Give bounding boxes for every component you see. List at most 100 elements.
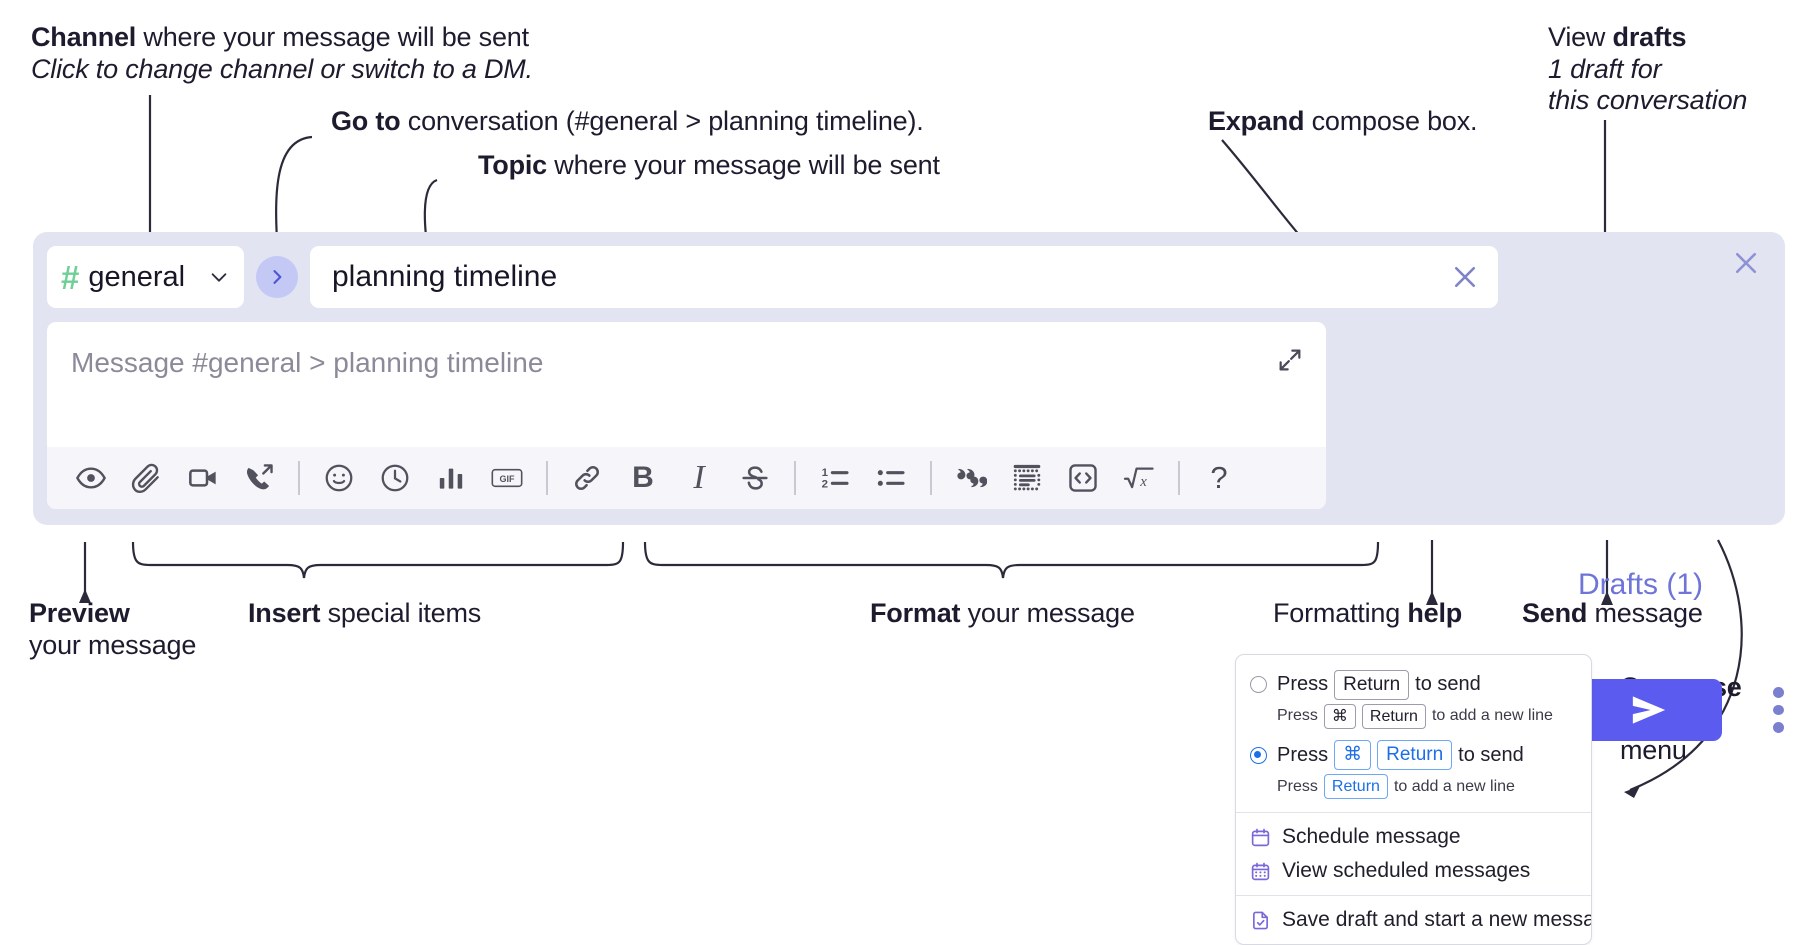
menu-item-schedule-message[interactable]: Schedule message bbox=[1236, 820, 1591, 854]
annotation-expand-bold: Expand bbox=[1208, 106, 1305, 136]
menu-item-label: Schedule message bbox=[1282, 825, 1461, 849]
emoji-icon[interactable] bbox=[311, 453, 367, 503]
menu-item-label: Save draft and start a new message bbox=[1282, 908, 1592, 932]
kebab-dot bbox=[1772, 704, 1784, 716]
send-shortcut-options: Press Return to send Press ⌘ Return to a… bbox=[1236, 655, 1591, 812]
sub-hint-suffix: to add a new line bbox=[1393, 777, 1515, 795]
ordered-list-icon[interactable]: 1 2 bbox=[807, 453, 863, 503]
annotation-formatting-help: Formatting help bbox=[1273, 598, 1462, 630]
menu-item-view-scheduled-messages[interactable]: View scheduled messages bbox=[1236, 854, 1591, 888]
math-icon[interactable]: x bbox=[1111, 453, 1167, 503]
poll-icon[interactable] bbox=[423, 453, 479, 503]
strikethrough-icon[interactable] bbox=[727, 453, 783, 503]
expand-compose-icon[interactable] bbox=[1274, 344, 1306, 376]
key-return: Return bbox=[1334, 670, 1410, 700]
sub-hint-suffix: to add a new line bbox=[1431, 707, 1553, 725]
compose-options-kebab-icon[interactable] bbox=[1763, 687, 1793, 734]
topic-input[interactable]: planning timeline bbox=[310, 246, 1498, 308]
clear-topic-icon[interactable] bbox=[1450, 262, 1480, 292]
toolbar-separator bbox=[930, 461, 932, 495]
compose-widget: # general planning timeline Message #gen… bbox=[33, 232, 1785, 741]
message-input[interactable]: Message #general > planning timeline bbox=[71, 347, 544, 378]
annotation-goto-rest: conversation (#general > planning timeli… bbox=[400, 106, 924, 136]
help-label: ? bbox=[1210, 460, 1228, 495]
radio-option-return-to-send[interactable]: Press Return to send bbox=[1236, 668, 1591, 702]
annotation-insert-rest: special items bbox=[320, 598, 482, 628]
annotation-expand: Expand compose box. bbox=[1208, 106, 1478, 138]
annotation-drafts: View drafts 1 draft for this conversatio… bbox=[1548, 22, 1747, 117]
annotation-topic: Topic where your message will be sent bbox=[478, 150, 940, 182]
svg-text:1: 1 bbox=[822, 467, 829, 479]
video-clip-icon[interactable] bbox=[175, 453, 231, 503]
annotation-channel-italic: Click to change channel or switch to a D… bbox=[31, 53, 533, 84]
key-command: ⌘ bbox=[1323, 703, 1356, 730]
annotation-send-bold: Send bbox=[1522, 598, 1588, 628]
kebab-dot bbox=[1772, 722, 1784, 734]
chevron-down-icon bbox=[208, 266, 230, 288]
kebab-dot bbox=[1772, 687, 1784, 698]
clock-icon[interactable] bbox=[367, 453, 423, 503]
paperclip-icon[interactable] bbox=[119, 453, 175, 503]
annotation-preview: Preview your message bbox=[29, 598, 196, 661]
close-icon[interactable] bbox=[1729, 246, 1763, 280]
hash-icon: # bbox=[61, 258, 80, 296]
annotation-goto-bold: Go to bbox=[331, 106, 401, 136]
annotation-formatting-help-bold: help bbox=[1407, 598, 1463, 628]
annotation-drafts-italic2: this conversation bbox=[1548, 85, 1748, 116]
code-icon[interactable] bbox=[1055, 453, 1111, 503]
annotation-channel-rest: where your message will be sent bbox=[136, 22, 529, 52]
channel-selector[interactable]: # general bbox=[47, 246, 244, 308]
svg-text:GIF: GIF bbox=[499, 474, 515, 484]
send-button[interactable] bbox=[1576, 679, 1722, 741]
code-block-icon[interactable] bbox=[999, 453, 1055, 503]
annotation-expand-rest: compose box. bbox=[1304, 106, 1478, 136]
toolbar-separator bbox=[794, 461, 796, 495]
radio-icon[interactable] bbox=[1250, 676, 1267, 694]
italic-icon[interactable]: I bbox=[671, 453, 727, 503]
schedule-menu-group: Schedule message View scheduled messages bbox=[1236, 813, 1591, 895]
calendar-icon bbox=[1250, 827, 1271, 848]
eye-icon[interactable] bbox=[63, 453, 119, 503]
menu-divider bbox=[1236, 895, 1591, 897]
link-icon[interactable] bbox=[559, 453, 615, 503]
italic-label: I bbox=[693, 459, 705, 496]
key-return: Return bbox=[1323, 773, 1388, 800]
annotation-goto: Go to conversation (#general > planning … bbox=[331, 106, 924, 138]
bold-icon[interactable]: B bbox=[615, 453, 671, 503]
annotation-send-rest: message bbox=[1587, 598, 1703, 628]
annotation-insert-bold: Insert bbox=[248, 598, 321, 628]
annotation-send: Send message bbox=[1522, 598, 1703, 630]
sub-hint-newline: Press Return to add a new line bbox=[1236, 772, 1591, 802]
annotation-channel: Channel where your message will be sent … bbox=[31, 22, 533, 85]
bulleted-list-icon[interactable] bbox=[863, 453, 919, 503]
menu-divider bbox=[1236, 812, 1591, 814]
compose-header-row: # general planning timeline bbox=[47, 246, 1498, 308]
svg-text:2: 2 bbox=[822, 478, 828, 490]
audio-clip-icon[interactable] bbox=[231, 453, 287, 503]
question-mark-icon[interactable]: ? bbox=[1191, 453, 1247, 503]
annotation-topic-bold: Topic bbox=[478, 150, 547, 180]
blockquote-icon[interactable] bbox=[943, 453, 999, 503]
annotation-format-rest: your message bbox=[960, 598, 1135, 628]
formatting-toolbar: GIF B I bbox=[47, 447, 1326, 509]
go-to-conversation-button[interactable] bbox=[256, 256, 298, 298]
menu-item-label: View scheduled messages bbox=[1282, 859, 1531, 883]
annotation-preview-line2: your message bbox=[29, 629, 197, 660]
drafts-link[interactable]: Drafts (1) bbox=[1578, 568, 1704, 601]
annotation-format-bold: Format bbox=[870, 598, 961, 628]
sub-hint-prefix: Press bbox=[1277, 707, 1318, 725]
radio-icon-selected[interactable] bbox=[1250, 746, 1267, 764]
key-return: Return bbox=[1377, 740, 1453, 770]
annotation-drafts-bold: drafts bbox=[1612, 22, 1687, 52]
channel-name: general bbox=[88, 260, 186, 293]
gif-icon[interactable]: GIF bbox=[479, 453, 535, 503]
radio-label-suffix: to send bbox=[1415, 673, 1481, 696]
svg-text:x: x bbox=[1139, 474, 1147, 490]
topic-value: planning timeline bbox=[332, 260, 558, 293]
key-command: ⌘ bbox=[1334, 740, 1372, 770]
key-return: Return bbox=[1361, 703, 1426, 730]
radio-option-cmd-return-to-send[interactable]: Press ⌘ Return to send bbox=[1236, 738, 1591, 772]
annotation-channel-bold: Channel bbox=[31, 22, 137, 52]
menu-item-save-draft[interactable]: Save draft and start a new message bbox=[1236, 903, 1591, 937]
